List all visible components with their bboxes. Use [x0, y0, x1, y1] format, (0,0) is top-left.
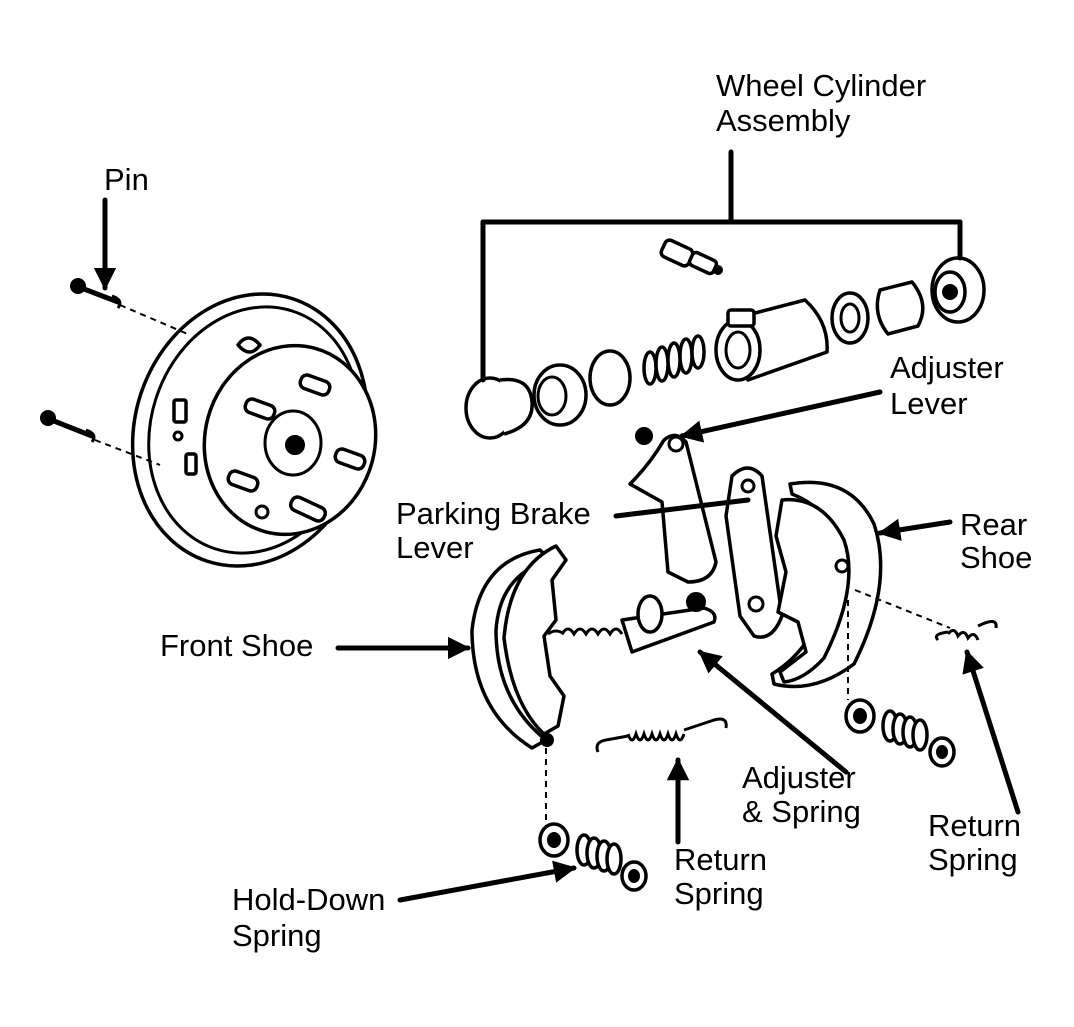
label-return-spring-right-line2: Spring [928, 842, 1018, 877]
label-wheel-cylinder-line2: Assembly [716, 103, 851, 138]
pin-upper [70, 278, 122, 309]
pin-lower [40, 410, 96, 443]
label-adjuster-spring-line2: & Spring [742, 794, 861, 829]
hold-down-parts-right [844, 698, 956, 768]
label-parking-brake-line2: Lever [396, 530, 474, 565]
label-adjuster-spring-line1: Adjuster [742, 760, 856, 795]
label-parking-brake-line1: Parking Brake [396, 496, 591, 531]
center-return-spring-part [595, 717, 728, 753]
label-rear-shoe-line1: Rear [960, 507, 1027, 542]
adjuster-and-spring-part [547, 592, 717, 654]
leader-lines [93, 149, 1021, 903]
right-return-spring-part [934, 620, 998, 642]
parking-brake-lever-part [724, 466, 784, 639]
label-return-spring-center-line1: Return [674, 842, 767, 877]
hold-down-parts-left [538, 822, 648, 892]
backing-plate-hub [130, 292, 378, 568]
label-adjuster-lever-line2: Lever [890, 386, 968, 421]
rear-shoe-part [770, 480, 883, 689]
label-return-spring-right-line1: Return [928, 808, 1021, 843]
label-pin: Pin [104, 162, 149, 197]
wheel-cylinder-parts [464, 238, 986, 440]
label-hold-down-line2: Spring [232, 918, 322, 953]
label-wheel-cylinder-line1: Wheel Cylinder [716, 68, 926, 103]
front-shoe-part [470, 544, 568, 750]
label-return-spring-center-line2: Spring [674, 876, 764, 911]
label-front-shoe: Front Shoe [160, 628, 313, 663]
label-rear-shoe-line2: Shoe [960, 540, 1032, 575]
cylinder-spring [642, 334, 706, 386]
label-adjuster-lever-line1: Adjuster [890, 350, 1004, 385]
label-hold-down-line1: Hold-Down [232, 882, 385, 917]
lug-studs [226, 373, 367, 523]
